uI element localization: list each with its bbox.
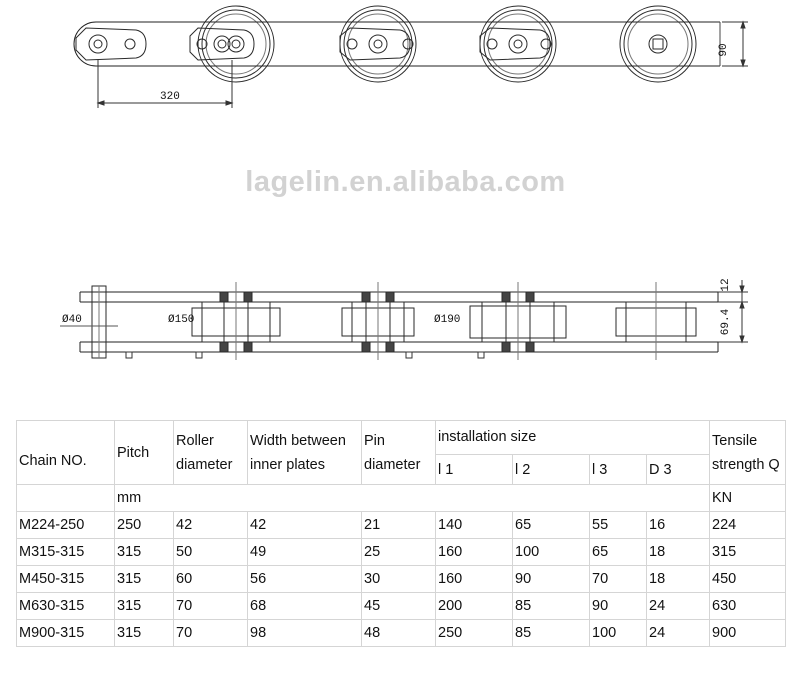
table-cell: 70 <box>589 565 647 593</box>
table-cell: 21 <box>361 511 436 539</box>
table-cell: 55 <box>589 511 647 539</box>
table-cell: 100 <box>512 538 590 566</box>
table-cell: 250 <box>435 619 513 647</box>
table-cell: 68 <box>247 592 362 620</box>
table-cell: 24 <box>646 619 710 647</box>
side-pin-left <box>60 285 118 359</box>
top-height-dimension <box>722 20 748 68</box>
table-cell: 315 <box>114 538 174 566</box>
header-pitch: Pitch <box>114 420 174 485</box>
top-links <box>75 27 551 61</box>
table-cell: 16 <box>646 511 710 539</box>
header-d3: D 3 <box>646 454 710 485</box>
dim-pitch-label: 320 <box>160 91 180 103</box>
table-cell: 90 <box>589 592 647 620</box>
table-cell: 70 <box>173 592 248 620</box>
top-chain-band <box>73 21 721 67</box>
table-cell: 315 <box>114 619 174 647</box>
watermark: lagelin.en.alibaba.com <box>245 166 566 198</box>
table-cell: 315 <box>709 538 786 566</box>
units-row: mm KN <box>16 484 786 512</box>
table-cell: 98 <box>247 619 362 647</box>
header-l2: l 2 <box>512 454 590 485</box>
side-height-dimensions <box>718 280 748 344</box>
table-cell: 315 <box>114 592 174 620</box>
table-cell: 30 <box>361 565 436 593</box>
table-cell: 160 <box>435 538 513 566</box>
table-cell: 65 <box>512 511 590 539</box>
table-cell: 49 <box>247 538 362 566</box>
table-cell: 50 <box>173 538 248 566</box>
dim-roller-dia-2-label: Ø190 <box>434 314 460 326</box>
side-roller-1 <box>191 282 281 360</box>
side-roller-3 <box>469 282 567 360</box>
table-cell: 85 <box>512 619 590 647</box>
table-cell: 65 <box>589 538 647 566</box>
table-cell: 900 <box>709 619 786 647</box>
dim-pin-dia-label: Ø40 <box>62 314 82 326</box>
dim-height-right-1-label: 12 <box>720 278 732 291</box>
table-cell: 45 <box>361 592 436 620</box>
table-cell: 42 <box>247 511 362 539</box>
header-installation-size: installation size <box>435 420 710 455</box>
chain-technical-drawing: 320 90 Ø40 Ø150 Ø190 12 69.4 <box>60 5 748 360</box>
table-cell: 42 <box>173 511 248 539</box>
table-cell: M900-315 <box>16 619 115 647</box>
table-cell: M224-250 <box>16 511 115 539</box>
dim-height-right-2-label: 69.4 <box>720 308 732 335</box>
table-cell: 18 <box>646 538 710 566</box>
top-pins <box>88 34 668 54</box>
table-cell: 48 <box>361 619 436 647</box>
header-l3: l 3 <box>589 454 647 485</box>
top-pitch-dimension <box>96 60 234 108</box>
table-cell: 140 <box>435 511 513 539</box>
top-roller-4 <box>619 5 697 83</box>
side-bolts <box>125 351 485 359</box>
table-cell: 100 <box>589 619 647 647</box>
table-cell: 224 <box>709 511 786 539</box>
top-roller-3 <box>479 5 557 83</box>
side-roller-4 <box>615 282 697 360</box>
table-cell: 250 <box>114 511 174 539</box>
table-cell: 60 <box>173 565 248 593</box>
table-cell: 25 <box>361 538 436 566</box>
table-cell: 450 <box>709 565 786 593</box>
table-cell: 56 <box>247 565 362 593</box>
table-cell: 90 <box>512 565 590 593</box>
table-cell: 160 <box>435 565 513 593</box>
table-cell: M315-315 <box>16 538 115 566</box>
dim-roller-dia-1-label: Ø150 <box>168 314 194 326</box>
header-chain-no: Chain NO. <box>16 420 115 485</box>
table-cell: 24 <box>646 592 710 620</box>
unit-kn: KN <box>709 484 786 512</box>
dim-height-top-label: 90 <box>718 43 730 56</box>
table-cell: 18 <box>646 565 710 593</box>
table-cell: 85 <box>512 592 590 620</box>
top-roller-2 <box>339 5 417 83</box>
table-cell: 315 <box>114 565 174 593</box>
unit-mm: mm <box>114 484 710 512</box>
table-cell: 70 <box>173 619 248 647</box>
side-roller-2 <box>341 282 415 360</box>
header-l1: l 1 <box>435 454 513 485</box>
table-cell: M450-315 <box>16 565 115 593</box>
table-cell: 200 <box>435 592 513 620</box>
table-cell: M630-315 <box>16 592 115 620</box>
table-cell: 630 <box>709 592 786 620</box>
top-roller-1 <box>197 5 275 83</box>
